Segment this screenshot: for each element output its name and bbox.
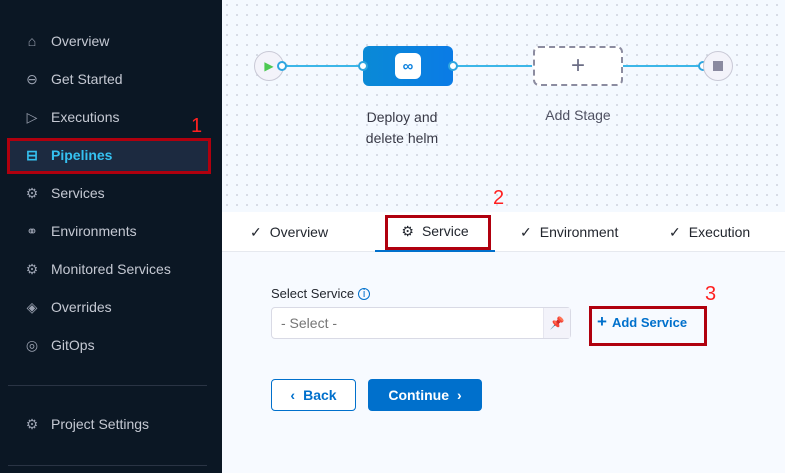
plus-icon: + [597, 312, 607, 331]
gear-icon: ⚙ [25, 415, 39, 432]
tab-overview[interactable]: ✓ Overview [250, 212, 328, 252]
sidebar-item-get-started[interactable]: ⊖ Get Started [10, 63, 210, 95]
tab-service[interactable]: ⚙ Service [375, 212, 495, 252]
sidebar-item-label: Get Started [51, 71, 123, 87]
sidebar-item-label: Executions [51, 109, 120, 125]
end-node [703, 51, 733, 81]
sidebar-item-pipelines[interactable]: ⊟ Pipelines [10, 139, 210, 171]
sidebar-item-label: Monitored Services [51, 261, 171, 277]
sidebar: ⌂ Overview ⊖ Get Started ▷ Executions ⊟ Pipe… [0, 0, 222, 473]
pin-icon[interactable]: 📌 [543, 308, 570, 338]
layers-icon: ◈ [26, 298, 38, 315]
tab-label: Service [421, 223, 469, 239]
annotation-number: 1 [191, 115, 203, 137]
monitored-services-icon: ⚙ [25, 260, 39, 277]
stage-tabs: ✓ Overview ⚙ Service ✓ Environment ✓ Executi… [222, 212, 785, 252]
sidebar-item-services[interactable]: ⚙ Services [10, 177, 210, 209]
executions-icon: ▷ [26, 108, 38, 125]
environments-icon: ⚭ [26, 222, 38, 239]
pipeline-canvas: ▶ ∞ Deploy and delete helm + Add Stage [222, 0, 785, 212]
add-stage-label: Add Stage [545, 107, 611, 123]
highlight-box-1 [7, 138, 211, 174]
sidebar-item-label: Overrides [51, 299, 112, 315]
button-label: Continue [388, 387, 449, 403]
sidebar-item-label: Project Settings [51, 416, 150, 432]
tab-environment[interactable]: ✓ Environment [520, 212, 618, 252]
sidebar-item-overview[interactable]: ⌂ Overview [10, 25, 210, 57]
sidebar-item-label: Environments [51, 223, 137, 239]
back-button[interactable]: ‹ Back [271, 379, 356, 411]
label-text: Select Service [271, 286, 355, 301]
sidebar-item-gitops[interactable]: ◎ GitOps [10, 329, 210, 361]
highlight-box-3 [589, 306, 707, 346]
play-icon: ▶ [264, 59, 274, 73]
service-select-input[interactable] [272, 308, 543, 338]
gear-icon: ⚙ [401, 222, 414, 239]
info-icon: i [358, 287, 371, 300]
tab-execution[interactable]: ✓ Execution [669, 212, 750, 252]
button-label: Back [303, 387, 337, 403]
chevron-left-icon: ‹ [290, 387, 296, 403]
chevron-right-icon: › [456, 387, 462, 403]
tab-label: Execution [688, 224, 751, 240]
plus-icon: + [570, 52, 585, 79]
stage-label: Deploy and delete helm [365, 109, 439, 146]
sidebar-item-project-settings[interactable]: ⚙ Project Settings [10, 408, 210, 440]
sidebar-item-label: Services [51, 185, 105, 201]
annotation-number: 3 [705, 283, 717, 305]
tab-label: Overview [269, 224, 329, 240]
sidebar-item-executions[interactable]: ▷ Executions [10, 101, 210, 133]
divider [8, 465, 207, 466]
annotation-number: 2 [493, 187, 505, 209]
gitops-icon: ◎ [25, 336, 39, 353]
service-select[interactable]: 📌 [271, 307, 571, 339]
button-label: Add Service [611, 314, 688, 330]
stage-node[interactable]: ∞ [363, 46, 453, 86]
deploy-stage-icon: ∞ [395, 53, 421, 79]
sidebar-item-environments[interactable]: ⚭ Environments [10, 215, 210, 247]
sidebar-item-overrides[interactable]: ◈ Overrides [10, 291, 210, 323]
divider [8, 385, 207, 386]
add-service-button[interactable]: +Add Service [597, 312, 687, 332]
highlight-box-2 [385, 215, 491, 250]
check-icon: ✓ [669, 223, 681, 240]
check-icon: ✓ [250, 223, 262, 240]
home-icon: ⌂ [27, 33, 37, 49]
continue-button[interactable]: Continue › [368, 379, 482, 411]
check-icon: ✓ [520, 223, 532, 240]
gear-icon: ⚙ [25, 184, 39, 201]
stop-icon [713, 61, 723, 71]
get-started-icon: ⊖ [26, 70, 38, 87]
sidebar-item-monitored-services[interactable]: ⚙ Monitored Services [10, 253, 210, 285]
pipelines-icon: ⊟ [26, 146, 38, 163]
tab-label: Environment [539, 224, 619, 240]
sidebar-item-label: Pipelines [51, 147, 113, 163]
sidebar-item-label: Overview [51, 33, 110, 49]
sidebar-item-label: GitOps [51, 337, 95, 353]
add-stage-button[interactable]: + [533, 46, 623, 86]
